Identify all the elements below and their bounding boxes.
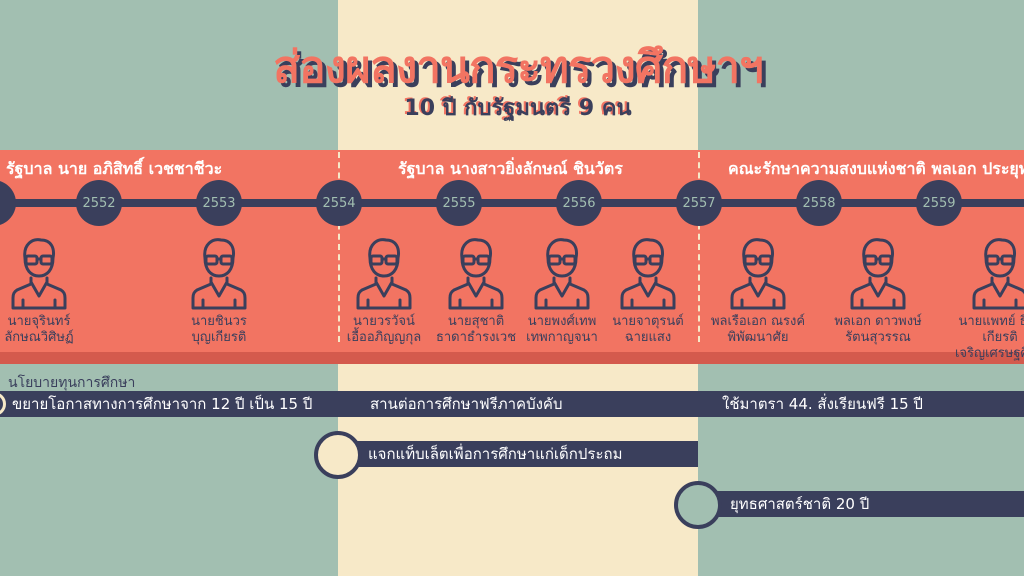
minister-name: นายวรวัจน์เอื้ออภิญญกุล — [329, 314, 439, 346]
minister-name-line: พลเรือเอก ณรงค์ — [710, 314, 806, 329]
page-subtitle: 10 ปี กับรัฐมนตรี 9 คน — [404, 96, 632, 121]
minister-surname-line: เอื้ออภิญญกุล — [346, 330, 422, 345]
policy-label: นโยบายทุนการศึกษา — [8, 375, 136, 391]
year-marker: 2558 — [796, 180, 842, 226]
minister-name: พลเรือเอก ณรงค์พิพัฒนาศัย — [703, 314, 813, 346]
timeline-band-shadow — [0, 352, 1024, 364]
year-marker: 2552 — [76, 180, 122, 226]
era-divider — [338, 152, 340, 342]
minister-name-line: นายแพทย์ ธีระเกียรติ — [958, 314, 1024, 345]
policy-node — [314, 431, 362, 479]
policy-bar-2: แจกแท็บเล็ตเพื่อการศึกษาแก่เด็กประถม — [338, 441, 698, 467]
minister-surname-line: เจริญเศรษฐศิลป์ — [954, 346, 1024, 361]
minister-name-line: นายจาตุรนต์ — [612, 314, 684, 329]
policy-bar-1: ขยายโอกาสทางการศึกษาจาก 12 ปี เป็น 15 ปี… — [0, 391, 1024, 417]
minister-name-line: พลเอก ดาวพงษ์ — [834, 314, 922, 329]
minister-surname-line: บุญเกียรติ — [191, 330, 247, 345]
minister-avatar-icon — [446, 232, 506, 316]
year-marker: 2559 — [916, 180, 962, 226]
year-marker — [0, 180, 16, 226]
policy-item: ใช้มาตรา 44. สั่งเรียนฟรี 15 ปี — [722, 395, 923, 413]
minister-name-line: นายพงศ์เทพ — [527, 314, 597, 329]
minister-name: นายชินวรบุญเกียรติ — [164, 314, 274, 346]
minister-name: นายสุชาติธาดาธำรงเวช — [421, 314, 531, 346]
minister-name: พลเอก ดาวพงษ์รัตนสุวรรณ — [823, 314, 933, 346]
government-label: คณะรักษาความสงบแห่งชาติ พลเอก ประยุทธ์ — [728, 159, 1024, 178]
policy-bar-3: ยุทธศาสตร์ชาติ 20 ปี — [698, 491, 1024, 517]
minister-surname-line: พิพัฒนาศัย — [727, 330, 789, 345]
minister-name: นายจุรินทร์ลักษณวิศิษฏ์ — [0, 314, 94, 346]
policy-node — [674, 481, 722, 529]
minister-surname-line: รัตนสุวรรณ — [845, 330, 911, 345]
minister-name: นายพงศ์เทพเทพกาญจนา — [507, 314, 617, 346]
minister-name: นายจาตุรนต์ฉายแสง — [593, 314, 703, 346]
minister-avatar-icon — [848, 232, 908, 316]
page-title: ส่องผลงานกระทรวงศึกษาฯ — [273, 42, 764, 93]
minister-name-line: นายจุรินทร์ — [7, 314, 71, 329]
minister-avatar-icon — [354, 232, 414, 316]
year-marker: 2554 — [316, 180, 362, 226]
minister-name: นายแพทย์ ธีระเกียรติเจริญเศรษฐศิลป์ — [945, 314, 1024, 362]
government-label: รัฐบาล นางสาวยิ่งลักษณ์ ชินวัตร — [398, 159, 623, 178]
timeline-line — [0, 199, 1024, 207]
policy-item: สานต่อการศึกษาฟรีภาคบังคับ — [370, 395, 563, 413]
minister-name-line: นายชินวร — [191, 314, 247, 329]
minister-surname-line: ฉายแสง — [624, 330, 672, 345]
minister-avatar-icon — [728, 232, 788, 316]
minister-avatar-icon — [9, 232, 69, 316]
minister-name-line: นายสุชาติ — [447, 314, 505, 329]
minister-avatar-icon — [189, 232, 249, 316]
era-divider — [698, 152, 700, 342]
minister-name-line: นายวรวัจน์ — [353, 314, 415, 329]
minister-surname-line: ลักษณวิศิษฏ์ — [4, 330, 74, 345]
year-marker: 2555 — [436, 180, 482, 226]
minister-surname-line: ธาดาธำรงเวช — [435, 330, 517, 345]
minister-avatar-icon — [970, 232, 1024, 316]
policy-item: ขยายโอกาสทางการศึกษาจาก 12 ปี เป็น 15 ปี — [12, 395, 313, 413]
minister-avatar-icon — [618, 232, 678, 316]
minister-surname-line: เทพกาญจนา — [526, 330, 598, 345]
year-marker: 2557 — [676, 180, 722, 226]
government-label: รัฐบาล นาย อภิสิทธิ์ เวชชาชีวะ — [6, 159, 223, 178]
year-marker: 2553 — [196, 180, 242, 226]
year-marker: 2556 — [556, 180, 602, 226]
timeline-band — [0, 150, 1024, 352]
minister-avatar-icon — [532, 232, 592, 316]
